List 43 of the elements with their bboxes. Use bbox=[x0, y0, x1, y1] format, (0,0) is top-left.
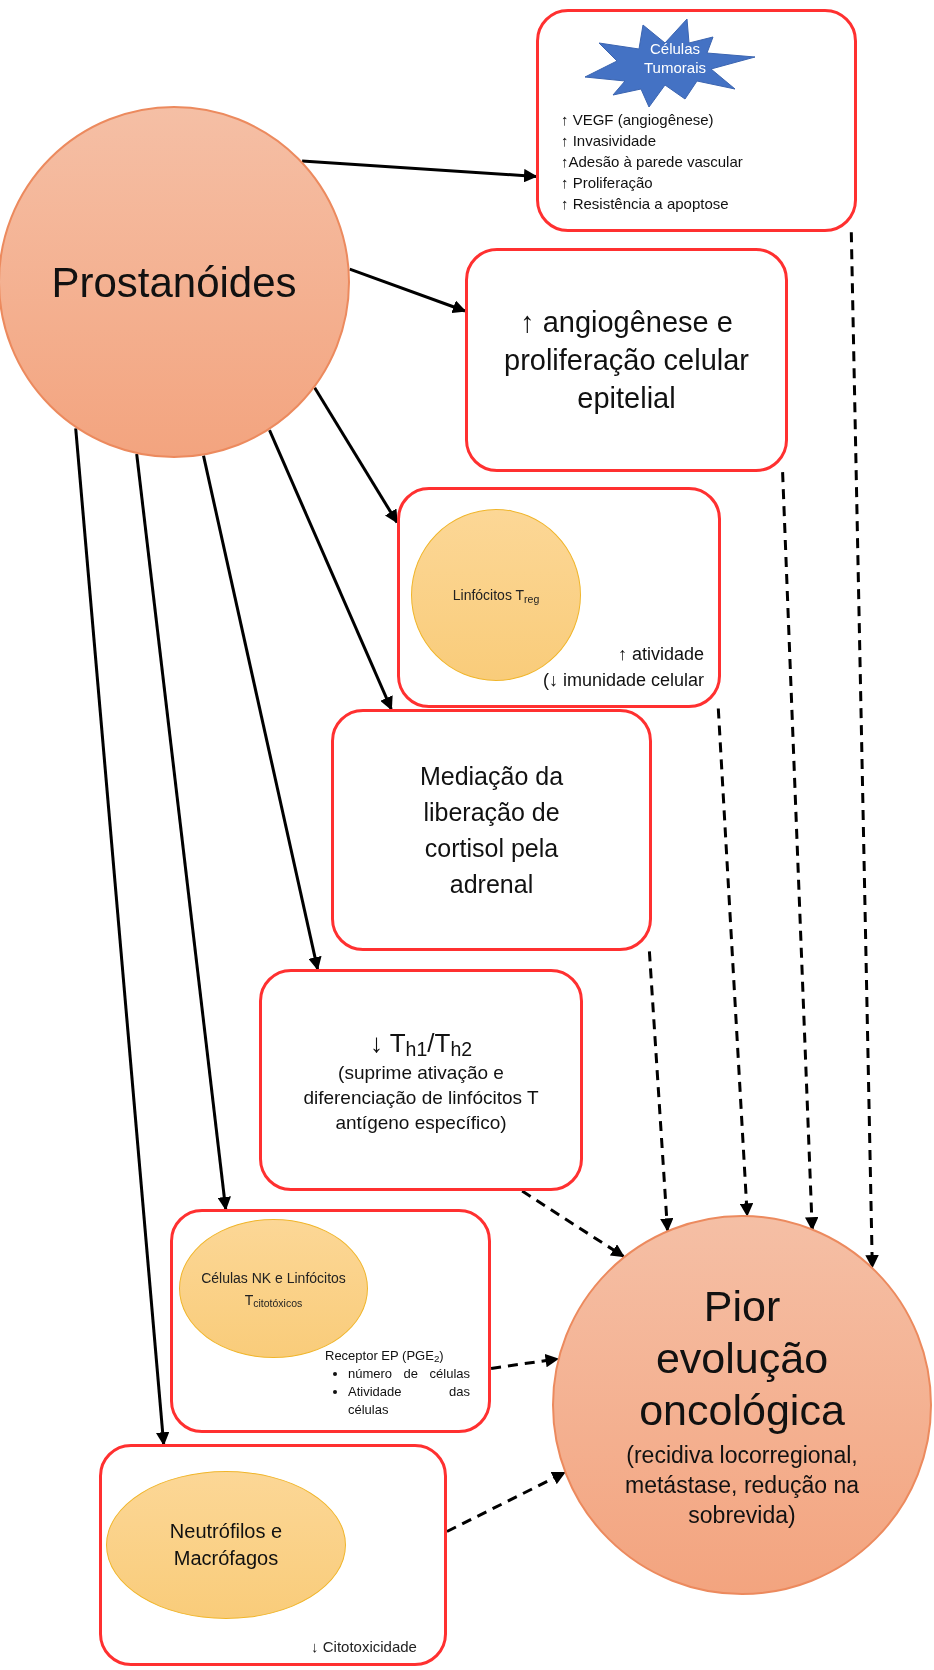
arrow bbox=[135, 453, 231, 1211]
effect-box bbox=[536, 9, 857, 232]
node-text: Células Tumorais bbox=[643, 39, 707, 77]
node-text: ↑ Resistência a apoptose bbox=[561, 194, 730, 214]
node-text: ↑ atividade bbox=[616, 643, 704, 666]
node-text: ↑ VEGF (angiogênese) bbox=[561, 110, 715, 130]
node-text: (↓ imunidade celular bbox=[541, 669, 704, 692]
node-text: Mediação da liberação de cortisol pela adrenal bbox=[418, 761, 565, 900]
node-text: Prostanóides bbox=[51, 257, 297, 308]
node-text: Pior evolução oncológica bbox=[638, 1281, 846, 1436]
effect-box bbox=[331, 709, 652, 951]
arrow bbox=[521, 1189, 625, 1258]
node-text: Atividade das células bbox=[348, 1383, 470, 1419]
node-text: número de células bbox=[348, 1365, 470, 1383]
arrow bbox=[268, 429, 393, 711]
node-text: (recidiva locorregional, metástase, redução na sobrevida) bbox=[624, 1441, 860, 1530]
node-text: Linfócitos T$_{reg}$ bbox=[452, 586, 540, 605]
arrow bbox=[313, 386, 399, 524]
node-text: (suprime ativação e diferenciação de linfócitos T antígeno específico) bbox=[302, 1060, 540, 1135]
arrow bbox=[490, 1353, 560, 1370]
node-text: Neutrófilos e Macrófagos bbox=[168, 1519, 284, 1571]
arrow bbox=[74, 428, 170, 1446]
effect-box bbox=[259, 969, 583, 1191]
effect-box bbox=[465, 248, 788, 472]
effect-box bbox=[397, 487, 721, 708]
arrow bbox=[849, 232, 879, 1269]
starburst-shape bbox=[585, 19, 755, 107]
node-text: Receptor EP (PGE$_{2}$) bbox=[325, 1347, 445, 1365]
node-text: ↑ angiogênese e proliferação celular epitelial bbox=[504, 305, 749, 416]
effect-box bbox=[99, 1444, 447, 1666]
node-text: ↓ Citotoxicidade bbox=[310, 1637, 418, 1657]
node-text: ↑Adesão à parede vascular bbox=[561, 152, 743, 172]
node-text: ↑ Proliferação bbox=[561, 173, 654, 193]
node-text: Células NK e Linfócitos T$_{citotóxicos}$ bbox=[200, 1268, 347, 1311]
arrow bbox=[349, 267, 467, 314]
node-text: ↑ Invasividade bbox=[561, 131, 658, 151]
arrow bbox=[302, 159, 538, 183]
arrow bbox=[446, 1471, 566, 1533]
arrow bbox=[781, 472, 819, 1231]
node-text: ↓ T$_{h1}$/T$_{h2}$ bbox=[369, 1026, 473, 1060]
effect-box bbox=[170, 1209, 491, 1433]
arrow bbox=[647, 951, 674, 1232]
arrow bbox=[716, 708, 754, 1217]
